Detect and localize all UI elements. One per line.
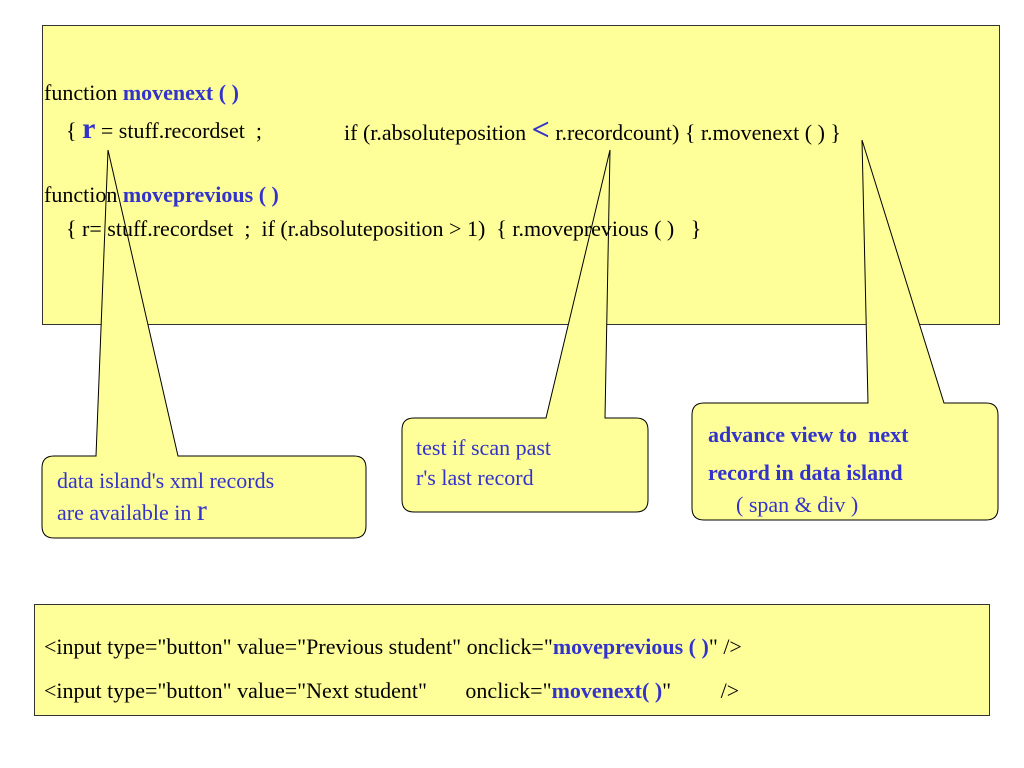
left-callout-text: data island's xml records are available i… [57, 466, 274, 528]
recordset-assignment: = stuff.recordset ; [95, 118, 262, 143]
movenext-function-name: movenext ( ) [122, 80, 239, 105]
next-onclick-function: movenext( ) [551, 678, 663, 703]
code-box [42, 25, 1000, 325]
code-line-movenext-header: function movenext ( ) [44, 80, 239, 106]
code-line-moveprevious-body: { r= stuff.recordset ; if (r.absolutepos… [66, 216, 701, 242]
code-line-movenext-condition: if (r.absoluteposition < r.recordcount) … [344, 113, 841, 146]
next-input-end: " /> [662, 678, 740, 703]
next-input-start: <input type="button" value="Next student… [44, 678, 552, 703]
moveprevious-body: { r= stuff.recordset ; if (r.absolutepos… [66, 216, 702, 241]
previous-input-end: " /> [708, 634, 742, 659]
middle-callout-line1: test if scan past [416, 435, 552, 460]
middle-callout-line2: r's last record [416, 465, 534, 490]
right-callout-line3: ( span & div ) [736, 492, 859, 517]
less-than-operator: < [531, 111, 550, 147]
button-code-line-previous: <input type="button" value="Previous stu… [44, 634, 742, 660]
button-code-line-next: <input type="button" value="Next student… [44, 678, 739, 704]
condition-start: if (r.absoluteposition [344, 120, 532, 145]
right-callout-bubble [691, 139, 999, 521]
middle-callout-bubble [401, 149, 649, 513]
function-keyword: function [44, 80, 123, 105]
brace-open: { [66, 118, 83, 143]
left-callout-r: r [196, 494, 207, 527]
code-line-movenext-body: { r = stuff.recordset ; [66, 114, 262, 144]
middle-callout-text: test if scan past r's last record [416, 433, 551, 493]
function-keyword-2: function [44, 182, 123, 207]
right-callout-line1: advance view to next [708, 422, 909, 447]
button-code-box [34, 604, 990, 716]
previous-input-start: <input type="button" value="Previous stu… [44, 634, 553, 659]
right-callout-text: advance view to next record in data islan… [708, 416, 908, 492]
moveprevious-function-name: moveprevious ( ) [122, 182, 279, 207]
left-callout-line1: data island's xml records [57, 468, 275, 493]
r-variable: r [82, 112, 96, 145]
previous-onclick-function: moveprevious ( ) [552, 634, 709, 659]
right-callout-line2: record in data island [708, 460, 903, 485]
right-callout-subtext: ( span & div ) [736, 492, 858, 518]
code-line-moveprevious-header: function moveprevious ( ) [44, 182, 279, 208]
condition-end: r.recordcount) { r.movenext ( ) } [549, 120, 841, 145]
left-callout-bubble [41, 149, 367, 539]
left-callout-line2: are available in [57, 500, 197, 525]
